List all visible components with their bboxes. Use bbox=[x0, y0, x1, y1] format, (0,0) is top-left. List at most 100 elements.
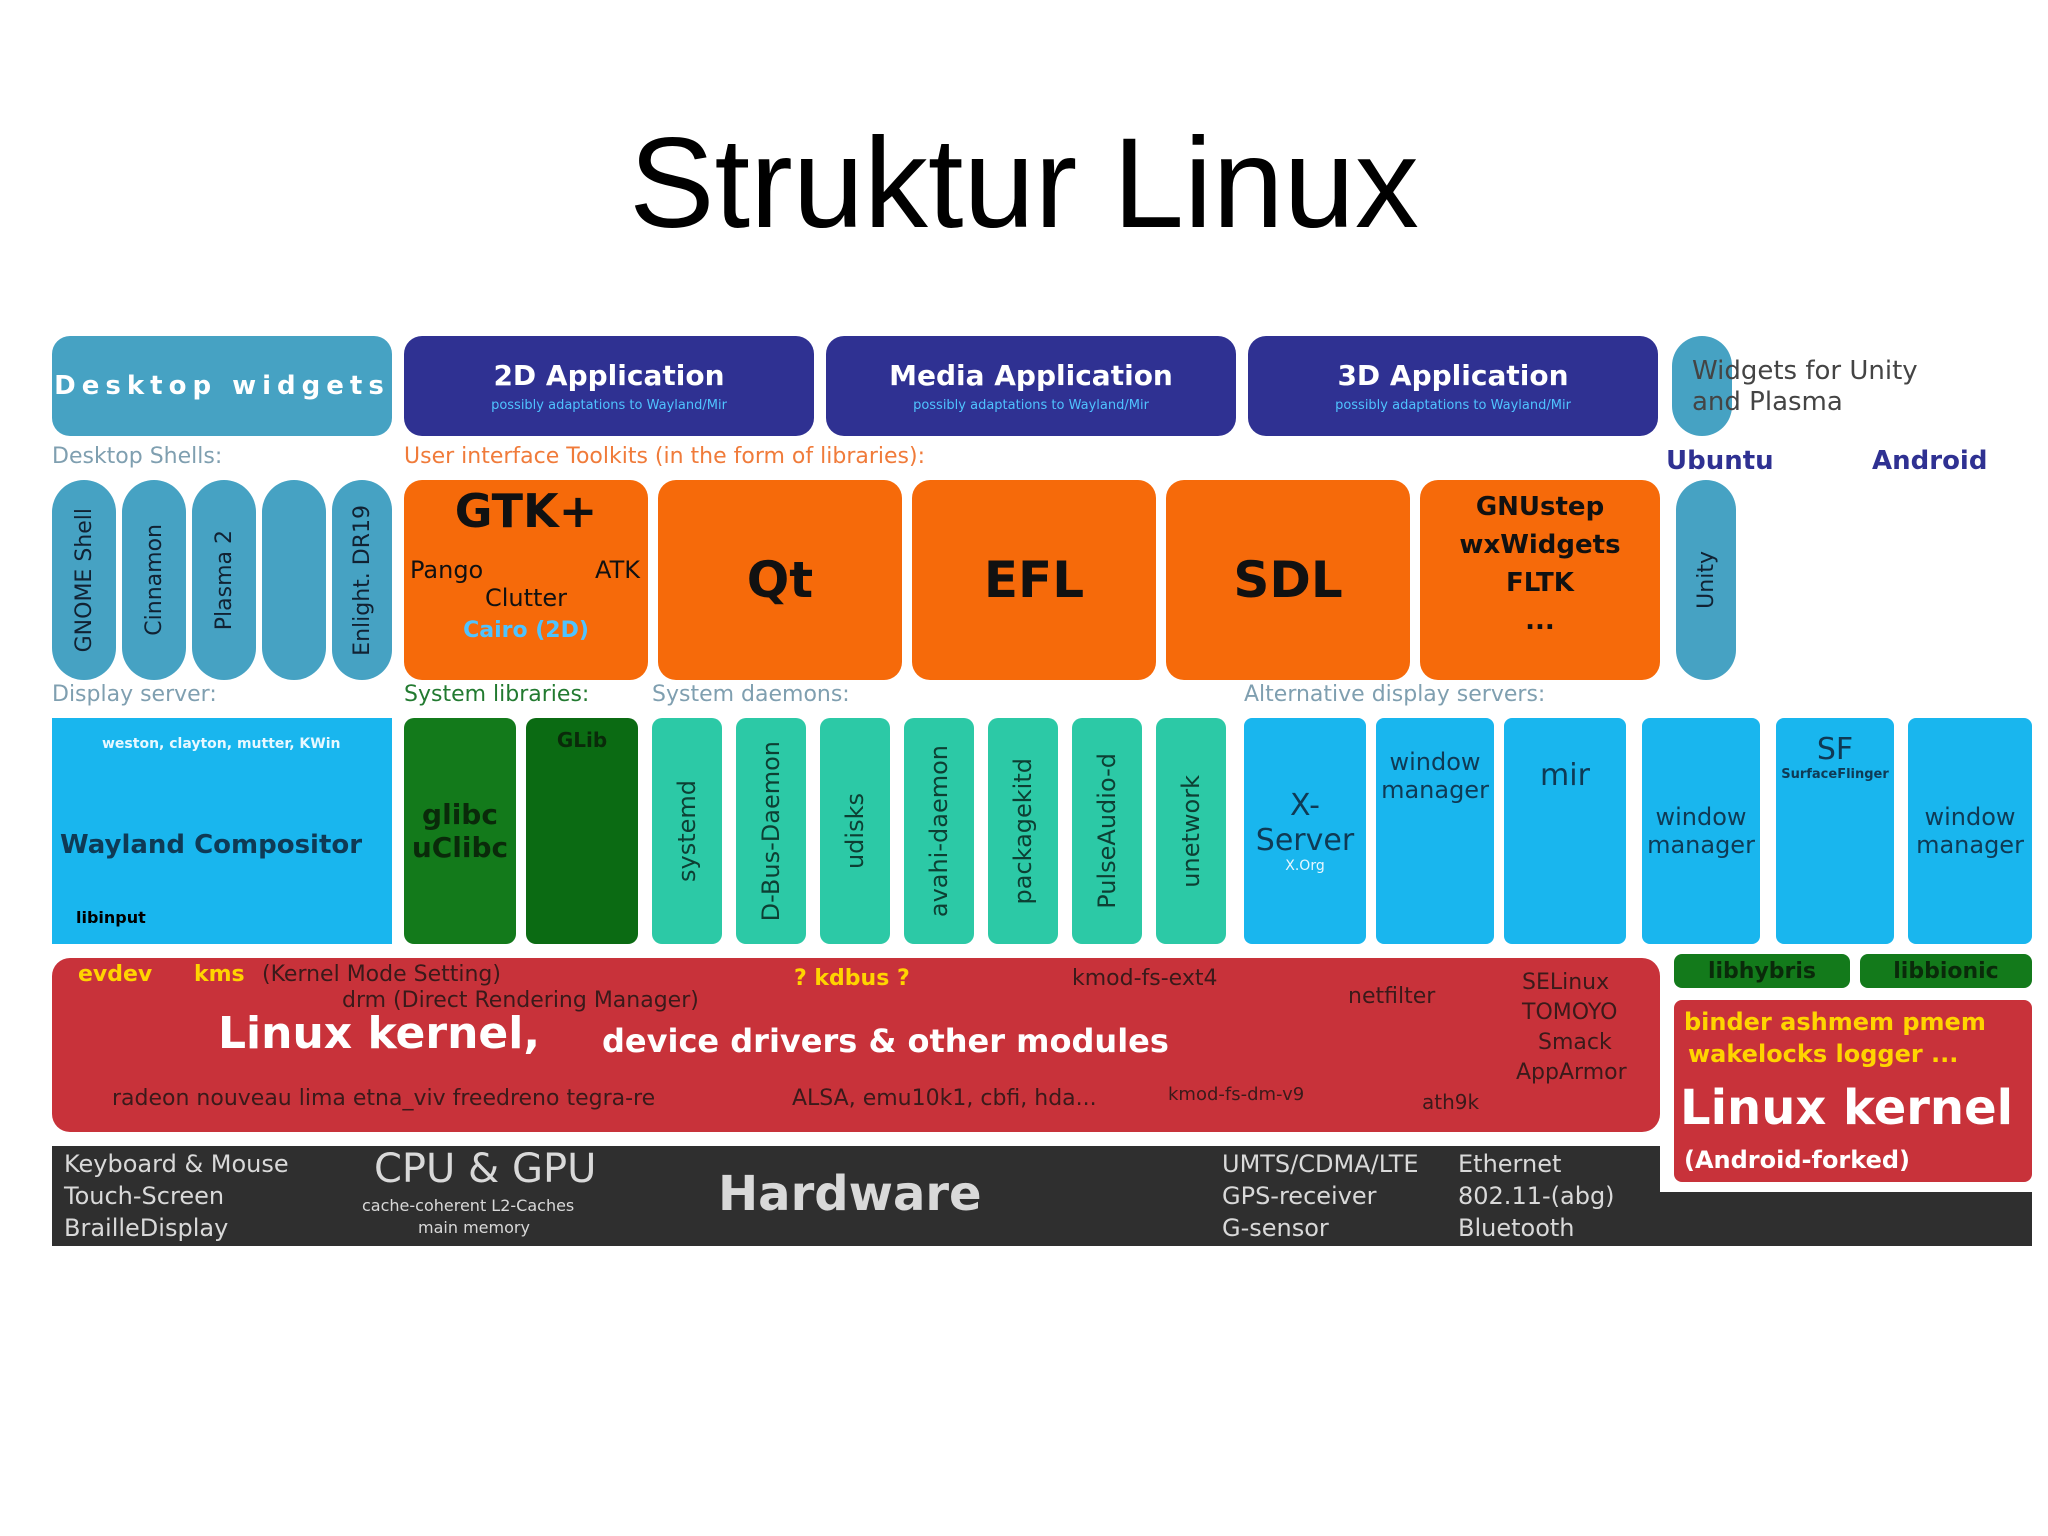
apparmor-label: AppArmor bbox=[1516, 1060, 1627, 1085]
toolkit-gtk: GTK+ Pango ATK Clutter Cairo (2D) bbox=[404, 480, 648, 680]
kernel-title: Linux kernel, bbox=[218, 1008, 541, 1059]
glibc-box: glibc uClibc bbox=[404, 718, 516, 944]
android-kernel-sub: (Android-forked) bbox=[1684, 1146, 1911, 1174]
shell-plasma-label: Plasma 2 bbox=[211, 529, 237, 631]
atk-label: ATK bbox=[595, 556, 640, 584]
alt-wm-1: window manager bbox=[1376, 718, 1494, 944]
libhybris-box: libhybris bbox=[1674, 954, 1850, 988]
hw-net-3: Bluetooth bbox=[1458, 1214, 1575, 1242]
sdl-label: SDL bbox=[1233, 551, 1343, 609]
android-line1: binder ashmem pmem bbox=[1684, 1008, 1986, 1036]
daemon-systemd-label: systemd bbox=[673, 780, 701, 882]
hw-net-1: Ethernet bbox=[1458, 1150, 1562, 1178]
daemon-unetwork-label: unetwork bbox=[1177, 774, 1205, 888]
glib-box: GLib bbox=[526, 718, 638, 944]
app-3d-label: 3D Application bbox=[1337, 359, 1569, 392]
shell-unlabeled bbox=[262, 480, 326, 680]
drm-label: drm (Direct Rendering Manager) bbox=[342, 988, 699, 1013]
shell-cinnamon-label: Cinnamon bbox=[141, 524, 167, 636]
unity-widget-pill bbox=[1672, 336, 1732, 436]
alt-sf-sub: SurfaceFlinger bbox=[1781, 767, 1889, 782]
hw-cpu: CPU & GPU bbox=[374, 1146, 597, 1192]
alt-sf: SF SurfaceFlinger bbox=[1776, 718, 1894, 944]
daemon-unetwork: unetwork bbox=[1156, 718, 1226, 944]
wayland-box: weston, clayton, mutter, KWin Wayland Co… bbox=[52, 718, 392, 944]
shell-plasma: Plasma 2 bbox=[192, 480, 256, 680]
linux-kernel-box: evdev kms (Kernel Mode Setting) drm (Dir… bbox=[52, 958, 1660, 1132]
shell-enlightenment: Enlight. DR19 bbox=[332, 480, 392, 680]
alt-wm-2-label: window manager bbox=[1647, 803, 1755, 859]
evdev-label: evdev bbox=[78, 962, 153, 987]
app-media-label: Media Application bbox=[889, 359, 1173, 392]
hw-input-3: BrailleDisplay bbox=[64, 1214, 229, 1242]
alt-wm-1-label: window manager bbox=[1381, 748, 1489, 804]
daemon-packagekitd: packagekitd bbox=[988, 718, 1058, 944]
app-2d-label: 2D Application bbox=[493, 359, 725, 392]
hw-input-2: Touch-Screen bbox=[64, 1182, 225, 1210]
daemon-dbus-label: D-Bus-Daemon bbox=[757, 740, 785, 922]
daemon-systemd: systemd bbox=[652, 718, 722, 944]
glib-label: GLib bbox=[556, 728, 608, 752]
app-2d-sub: possibly adaptations to Wayland/Mir bbox=[491, 398, 727, 413]
kms-label: kms bbox=[194, 962, 245, 987]
linux-structure-diagram: Desktop widgets 2D Application possibly … bbox=[52, 336, 2032, 1246]
gpu-drivers-label: radeon nouveau lima etna_viv freedreno t… bbox=[112, 1086, 656, 1111]
libbionic-label: libbionic bbox=[1893, 958, 1999, 984]
libhybris-label: libhybris bbox=[1707, 958, 1817, 984]
system-daemons-label: System daemons: bbox=[652, 682, 850, 707]
kdbus-label: ? kdbus ? bbox=[794, 966, 910, 991]
gtk-label: GTK+ bbox=[454, 484, 598, 538]
app-3d-sub: possibly adaptations to Wayland/Mir bbox=[1335, 398, 1571, 413]
wxwidgets-label: wxWidgets bbox=[1459, 530, 1621, 560]
alt-wm-3-label: window manager bbox=[1916, 803, 2024, 859]
hw-cpu-sub1: cache-coherent L2-Caches bbox=[362, 1196, 575, 1215]
android-label: Android bbox=[1872, 446, 1988, 476]
glibc-label: glibc bbox=[422, 798, 498, 831]
clutter-label: Clutter bbox=[484, 584, 568, 612]
wayland-clients: weston, clayton, mutter, KWin bbox=[102, 736, 341, 752]
daemon-avahi: avahi-daemon bbox=[904, 718, 974, 944]
kms-desc: (Kernel Mode Setting) bbox=[262, 962, 501, 987]
kmod2-label: kmod-fs-dm-v9 bbox=[1168, 1084, 1305, 1105]
shell-gnome: GNOME Shell bbox=[52, 480, 116, 680]
display-server-label: Display server: bbox=[52, 682, 217, 707]
android-hw-strip bbox=[1660, 1192, 2032, 1246]
toolkit-sdl: SDL bbox=[1166, 480, 1410, 680]
fltk-label: FLTK bbox=[1506, 568, 1574, 598]
desktop-widgets-label: Desktop widgets bbox=[54, 371, 390, 401]
libinput-label: libinput bbox=[76, 908, 146, 927]
hw-radio-1: UMTS/CDMA/LTE bbox=[1222, 1150, 1419, 1178]
android-line2: wakelocks logger ... bbox=[1688, 1040, 1959, 1068]
wayland-label: Wayland Compositor bbox=[60, 830, 363, 860]
alt-sf-label: SF bbox=[1816, 732, 1854, 767]
hardware-box: Keyboard & Mouse Touch-Screen BrailleDis… bbox=[52, 1146, 1660, 1246]
alt-xserver-label: X-Server bbox=[1255, 788, 1355, 858]
daemon-packagekitd-label: packagekitd bbox=[1009, 757, 1037, 905]
alt-xserver-sub: X.Org bbox=[1285, 858, 1325, 874]
netfilter-label: netfilter bbox=[1348, 984, 1436, 1009]
app-media-sub: possibly adaptations to Wayland/Mir bbox=[913, 398, 1149, 413]
daemon-udisks-label: udisks bbox=[841, 792, 869, 870]
app-3d-box: 3D Application possibly adaptations to W… bbox=[1248, 336, 1658, 436]
alsa-label: ALSA, emu10k1, cbfi, hda... bbox=[792, 1086, 1097, 1111]
alt-wm-2: window manager bbox=[1642, 718, 1760, 944]
alt-wm-3: window manager bbox=[1908, 718, 2032, 944]
kmod-ext4-label: kmod-fs-ext4 bbox=[1072, 966, 1218, 991]
alt-mir-label: mir bbox=[1540, 758, 1590, 793]
app-2d-box: 2D Application possibly adaptations to W… bbox=[404, 336, 814, 436]
tomoyo-label: TOMOYO bbox=[1522, 1000, 1618, 1025]
daemon-pulseaudio-label: PulseAudio-d bbox=[1093, 753, 1121, 909]
app-media-box: Media Application possibly adaptations t… bbox=[826, 336, 1236, 436]
daemon-pulseaudio: PulseAudio-d bbox=[1072, 718, 1142, 944]
shell-cinnamon: Cinnamon bbox=[122, 480, 186, 680]
alt-mir: mir bbox=[1504, 718, 1626, 944]
pango-label: Pango bbox=[410, 556, 484, 584]
alt-xserver: X-Server X.Org bbox=[1244, 718, 1366, 944]
daemon-dbus: D-Bus-Daemon bbox=[736, 718, 806, 944]
ui-toolkits-label: User interface Toolkits (in the form of … bbox=[404, 444, 925, 469]
unity-shell: Unity bbox=[1676, 480, 1736, 680]
libbionic-box: libbionic bbox=[1860, 954, 2032, 988]
shell-gnome-label: GNOME Shell bbox=[71, 507, 97, 653]
toolkit-efl: EFL bbox=[912, 480, 1156, 680]
efl-label: EFL bbox=[983, 551, 1085, 609]
